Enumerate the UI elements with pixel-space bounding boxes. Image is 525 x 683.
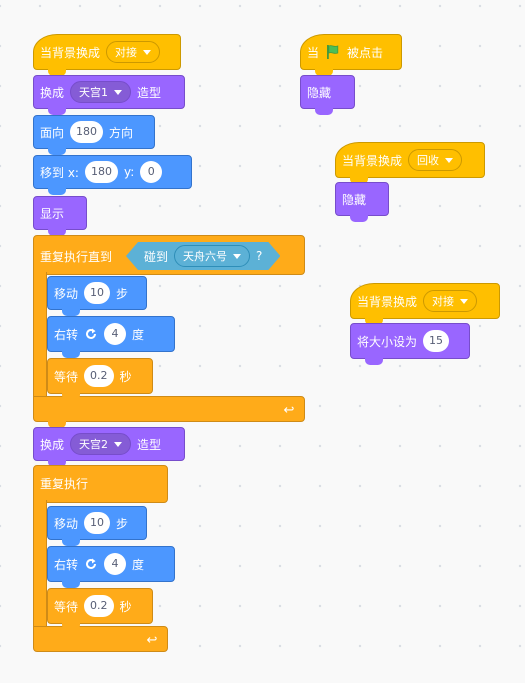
- block-suffix: 秒: [119, 599, 132, 614]
- set-size-block[interactable]: 将大小设为 15: [350, 323, 470, 365]
- when-flag-clicked-hat[interactable]: 当 被点击: [300, 34, 402, 76]
- size-input[interactable]: 15: [423, 330, 450, 352]
- block-label: 移到 x:: [40, 165, 79, 180]
- repeat-until-bottom: ↩: [33, 396, 305, 428]
- move-steps-block-2[interactable]: 移动 10 步: [47, 506, 147, 546]
- touching-dropdown-value: 天舟六号: [183, 250, 228, 263]
- block-label: 换成: [40, 437, 65, 452]
- block-suffix: 秒: [119, 369, 132, 384]
- block-label: 等待: [54, 599, 79, 614]
- hat-label-before: 当: [307, 45, 320, 60]
- backdrop-dropdown[interactable]: 回收: [408, 149, 463, 171]
- turn-right-block-1[interactable]: 右转 4 度: [47, 316, 175, 358]
- backdrop-dropdown-value: 对接: [115, 46, 138, 59]
- block-label: 隐藏: [307, 85, 332, 100]
- costume-dropdown[interactable]: 天宫1: [70, 81, 132, 103]
- seconds-input[interactable]: 0.2: [84, 365, 114, 387]
- block-label: 右转: [54, 557, 79, 572]
- caret-down-icon: [143, 49, 152, 55]
- x-input[interactable]: 180: [84, 161, 118, 183]
- forever-block[interactable]: 重复执行: [33, 465, 168, 503]
- loop-arrow-icon: ↩: [146, 632, 158, 648]
- block-suffix: 度: [132, 557, 145, 572]
- block-suffix: 方向: [109, 125, 134, 140]
- block-label: 隐藏: [342, 192, 367, 207]
- move-steps-block-1[interactable]: 移动 10 步: [47, 276, 147, 316]
- repeat-until-arm: [33, 272, 47, 398]
- caret-down-icon: [114, 89, 123, 95]
- when-backdrop-switches-hat[interactable]: 当背景换成 对接: [33, 34, 181, 76]
- touching-condition[interactable]: 碰到 天舟六号 ?: [126, 242, 280, 270]
- caret-down-icon: [445, 157, 454, 163]
- block-label: 右转: [54, 327, 79, 342]
- repeat-until-block[interactable]: 重复执行直到 碰到 天舟六号 ?: [33, 235, 305, 275]
- block-suffix: 步: [116, 286, 129, 301]
- switch-costume-block-1[interactable]: 换成 天宫1 造型: [33, 75, 185, 115]
- backdrop-dropdown-value: 回收: [417, 154, 440, 167]
- forever-arm: [33, 500, 47, 628]
- backdrop-dropdown[interactable]: 对接: [423, 290, 478, 312]
- costume-dropdown-value: 天宫2: [79, 438, 109, 451]
- steps-input[interactable]: 10: [84, 282, 111, 304]
- caret-down-icon: [460, 298, 469, 304]
- y-label: y:: [123, 165, 135, 179]
- costume-dropdown-value: 天宫1: [79, 86, 109, 99]
- touching-question: ?: [256, 249, 263, 263]
- direction-input[interactable]: 180: [70, 121, 104, 143]
- hat-label: 当背景换成: [357, 294, 418, 309]
- block-suffix: 造型: [137, 437, 162, 452]
- block-label: 面向: [40, 125, 65, 140]
- degrees-input[interactable]: 4: [104, 553, 127, 575]
- hat-label-after: 被点击: [347, 45, 384, 60]
- block-suffix: 度: [132, 327, 145, 342]
- block-label: 移动: [54, 286, 79, 301]
- rotate-right-icon: [84, 557, 98, 571]
- degrees-input[interactable]: 4: [104, 323, 127, 345]
- repeat-until-label: 重复执行直到: [40, 249, 113, 264]
- block-suffix: 造型: [137, 85, 162, 100]
- touching-dropdown[interactable]: 天舟六号: [174, 245, 250, 267]
- block-label: 将大小设为: [357, 334, 418, 349]
- backdrop-dropdown[interactable]: 对接: [106, 41, 161, 63]
- y-input[interactable]: 0: [140, 161, 163, 183]
- hide-block-1[interactable]: 隐藏: [300, 75, 355, 115]
- wait-block-2[interactable]: 等待 0.2 秒: [47, 588, 153, 630]
- turn-right-block-2[interactable]: 右转 4 度: [47, 546, 175, 588]
- block-label: 换成: [40, 85, 65, 100]
- loop-arrow-icon: ↩: [283, 402, 295, 418]
- hide-block-2[interactable]: 隐藏: [335, 182, 389, 222]
- point-in-direction-block[interactable]: 面向 180 方向: [33, 115, 155, 155]
- touching-label: 碰到: [144, 249, 169, 264]
- block-label: 等待: [54, 369, 79, 384]
- wait-block-1[interactable]: 等待 0.2 秒: [47, 358, 153, 400]
- when-backdrop-switches-hat-3[interactable]: 当背景换成 对接: [350, 283, 500, 325]
- hat-label: 当背景换成: [342, 153, 403, 168]
- rotate-right-icon: [84, 327, 98, 341]
- seconds-input[interactable]: 0.2: [84, 595, 114, 617]
- hat-label: 当背景换成: [40, 45, 101, 60]
- costume-dropdown[interactable]: 天宫2: [70, 433, 132, 455]
- block-label: 移动: [54, 516, 79, 531]
- caret-down-icon: [114, 441, 123, 447]
- forever-label: 重复执行: [40, 476, 89, 491]
- steps-input[interactable]: 10: [84, 512, 111, 534]
- block-label: 显示: [40, 206, 65, 221]
- caret-down-icon: [233, 254, 241, 259]
- go-to-xy-block[interactable]: 移到 x: 180 y: 0: [33, 155, 192, 195]
- forever-bottom: ↩: [33, 626, 168, 652]
- block-suffix: 步: [116, 516, 129, 531]
- backdrop-dropdown-value: 对接: [432, 295, 455, 308]
- when-backdrop-switches-hat-2[interactable]: 当背景换成 回收: [335, 142, 485, 184]
- show-block[interactable]: 显示: [33, 196, 87, 236]
- green-flag-icon: [325, 44, 341, 60]
- switch-costume-block-2[interactable]: 换成 天宫2 造型: [33, 427, 185, 467]
